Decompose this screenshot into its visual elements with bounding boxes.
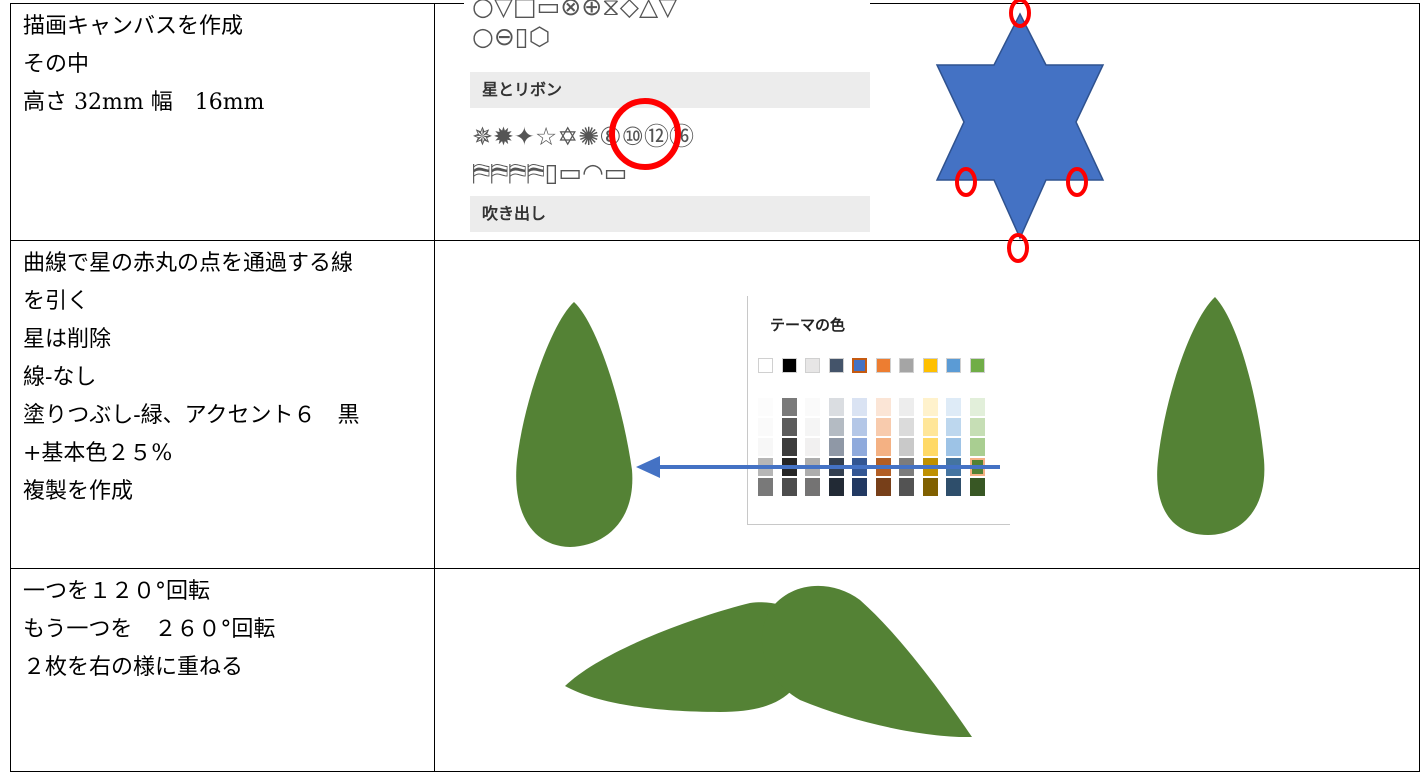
color-arrow-head	[636, 456, 660, 478]
six-point-star-shape[interactable]	[937, 14, 1103, 238]
leaf-shape-right[interactable]	[1157, 297, 1264, 535]
leaf-rotated-260[interactable]	[762, 586, 972, 737]
leaf-shape-left[interactable]	[516, 302, 632, 547]
star-point-mark-bottom	[1009, 235, 1027, 261]
selected-shape-highlight-circle	[612, 101, 678, 167]
